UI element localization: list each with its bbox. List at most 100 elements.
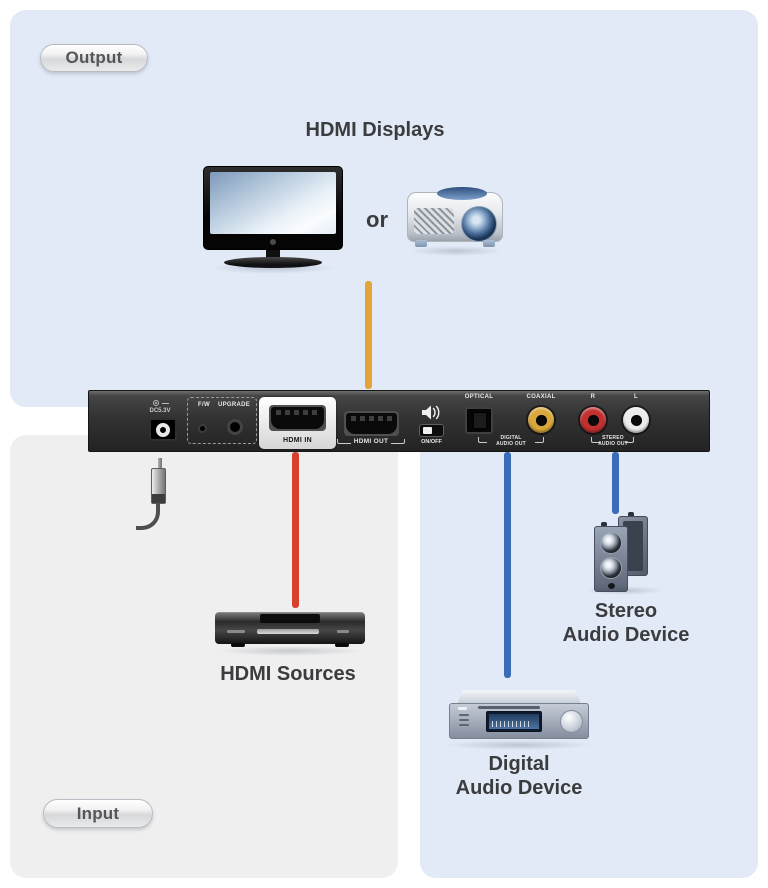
- stereo-label-line2: Audio Device: [562, 624, 690, 646]
- projector-top-oval: [437, 187, 487, 200]
- hdmi-out-bracket-right: [391, 439, 406, 444]
- digital-label-line1: Digital: [488, 753, 550, 775]
- tv-stand-base: [224, 257, 322, 268]
- projector-foot: [483, 240, 495, 247]
- hdmi-out-label-row: HDMI OUT: [316, 438, 426, 445]
- speaker-driver: [600, 557, 622, 579]
- dc-polarity-circle: [153, 400, 159, 406]
- speaker-nub: [601, 522, 607, 527]
- receiver-button: [459, 714, 469, 716]
- output-region-background: [10, 10, 758, 407]
- dvd-buttons: [227, 630, 245, 633]
- upgrade-label: UPGRADE: [217, 402, 251, 408]
- dvd-shadow: [218, 646, 362, 656]
- dc-plug-image: [151, 468, 166, 504]
- rca-l-label: L: [634, 394, 638, 400]
- speaker-driver: [600, 532, 622, 554]
- receiver-top-face: [457, 690, 581, 704]
- speakers-shadow: [586, 586, 664, 595]
- stereo-out-bracket-right: [625, 437, 634, 443]
- digital-audio-cable: [504, 452, 511, 678]
- digital-out-line2: AUDIO OUT: [496, 440, 526, 447]
- dc-polarity-dot: [155, 402, 157, 404]
- dc-plug-tip: [158, 458, 162, 469]
- digital-out-line1: DIGITAL: [500, 435, 522, 441]
- audio-region-background: [420, 407, 758, 878]
- tv-screen: [210, 172, 336, 234]
- hdmi-out-port: [344, 411, 399, 436]
- onoff-label: ON/OFF: [421, 439, 442, 445]
- receiver-display: [486, 711, 542, 732]
- dc-power-jack: [149, 418, 177, 441]
- dc-polarity-icon: [153, 399, 171, 407]
- hdmi-sources-label: HDMI Sources: [220, 663, 356, 685]
- dc-polarity-dash: [162, 403, 169, 404]
- power-switch: [419, 424, 444, 437]
- digital-audio-device-image: [449, 690, 589, 742]
- coaxial-port: [528, 407, 554, 433]
- dvd-player-image: [215, 612, 365, 650]
- output-badge: Output: [40, 44, 148, 72]
- upgrade-jack: [227, 419, 243, 435]
- hdmi-out-bracket-left: [336, 439, 351, 444]
- speaker-port: [608, 583, 615, 589]
- receiver-badge: [458, 707, 467, 710]
- projector-image: [407, 184, 505, 252]
- projector-foot: [415, 240, 427, 247]
- optical-port: [465, 407, 493, 434]
- digital-audio-device-label: Digital Audio Device: [434, 752, 604, 800]
- stereo-out-line2: AUDIO OUT: [598, 440, 628, 447]
- rca-l-port: [623, 407, 649, 433]
- fw-label: F/W: [198, 402, 210, 408]
- speaker-icon: [422, 405, 440, 420]
- receiver-body: [449, 703, 589, 739]
- dvd-buttons: [337, 630, 349, 633]
- dvd-foot: [231, 643, 245, 647]
- fw-jack: [198, 424, 207, 433]
- stereo-audio-device-label: Stereo Audio Device: [546, 599, 706, 647]
- dvd-top-recess: [260, 614, 320, 623]
- receiver-knob: [560, 710, 583, 733]
- receiver-shadow: [444, 740, 594, 750]
- rca-r-port: [580, 407, 606, 433]
- digital-label-line2: Audio Device: [455, 777, 583, 799]
- power-switch-knob: [423, 427, 432, 434]
- fw-upgrade-group-box: F/W UPGRADE: [187, 397, 257, 444]
- digital-out-bracket-right: [535, 437, 544, 443]
- stereo-out-line1: STEREO: [602, 435, 624, 441]
- tv-logo-dot: [270, 239, 276, 245]
- stereo-out-bracket-left: [591, 437, 600, 443]
- dvd-foot: [335, 643, 349, 647]
- or-text: or: [366, 207, 388, 232]
- receiver-button: [459, 724, 469, 726]
- digital-out-bracket-left: [478, 437, 487, 443]
- stereo-audio-out-label: STEREO AUDIO OUT: [581, 435, 645, 447]
- stereo-speakers-image: [592, 512, 656, 592]
- speaker-front: [594, 526, 628, 592]
- dc-plug-cable: [136, 503, 160, 530]
- stereo-label-line1: Stereo: [594, 600, 658, 622]
- digital-audio-out-label: DIGITAL AUDIO OUT: [479, 435, 543, 447]
- hdmi-in-highlight-box: HDMI IN: [259, 397, 336, 449]
- optical-port-inner: [473, 412, 487, 429]
- dvd-disc-slot: [257, 629, 319, 634]
- projector-lens: [461, 206, 497, 242]
- hdmi-in-port: [269, 405, 326, 431]
- hdmi-in-label: HDMI IN: [283, 437, 312, 444]
- speaker-back-panel: [623, 521, 643, 571]
- device-rear-panel: DC5.3V F/W UPGRADE HDMI IN HDMI OUT: [88, 390, 710, 452]
- projector-vent-grille: [414, 208, 454, 234]
- hdmi-in-cable: [292, 452, 299, 608]
- tv-stand-neck: [266, 250, 280, 258]
- coaxial-label: COAXIAL: [526, 394, 556, 400]
- hdmi-out-cable: [365, 281, 372, 389]
- tv-shadow: [210, 262, 336, 274]
- receiver-vent-strip: [478, 706, 540, 709]
- dc-jack-ring: [156, 422, 170, 437]
- tv-image: [203, 166, 343, 270]
- input-badge: Input: [43, 799, 153, 828]
- stereo-audio-cable: [612, 452, 619, 514]
- hdmi-displays-title: HDMI Displays: [305, 119, 445, 141]
- speaker-nub: [628, 512, 634, 517]
